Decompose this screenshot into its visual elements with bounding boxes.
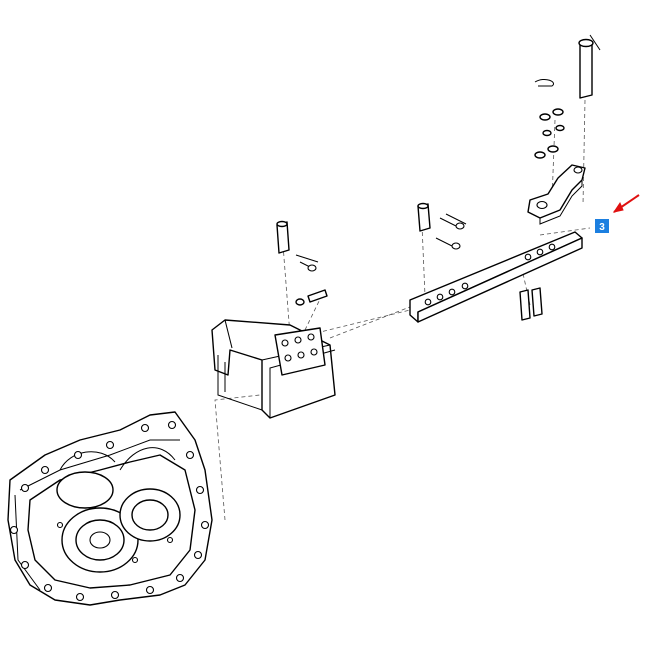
washer-icon [534, 108, 565, 159]
bolt-icon [295, 287, 543, 321]
lynch-pin-icon [295, 79, 554, 272]
clevis-pin-icon [276, 202, 431, 254]
offset-link-icon [527, 164, 586, 225]
transmission-housing-icon [7, 411, 213, 606]
mounting-bracket-icon [211, 319, 336, 419]
callout-3[interactable]: 3 [595, 194, 640, 233]
drawbar-icon [409, 231, 583, 323]
callout-badge [595, 219, 609, 233]
pin-icon [578, 34, 601, 99]
callout-label: 3 [599, 222, 605, 233]
